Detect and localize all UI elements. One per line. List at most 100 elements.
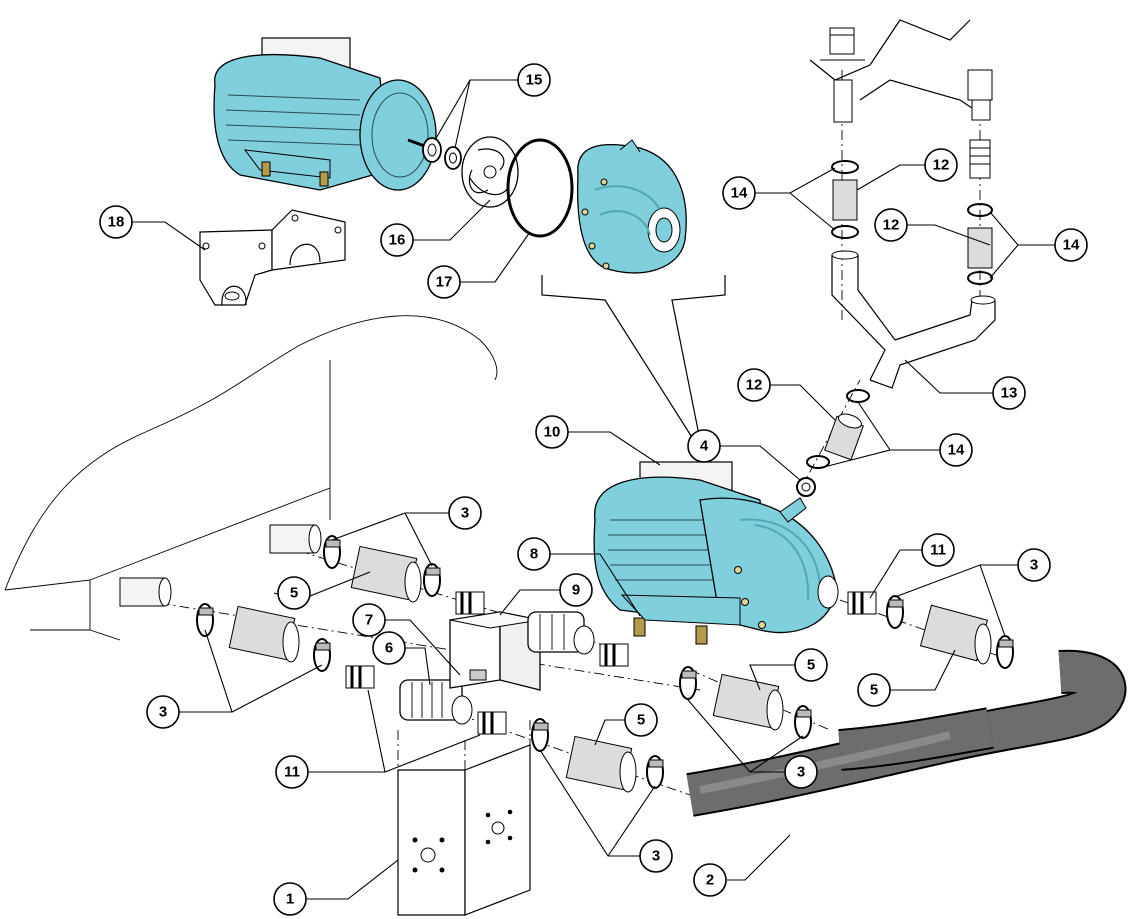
pipe-stubs: [119, 524, 322, 607]
hose-clamp: [313, 638, 331, 672]
threaded-fitting: [455, 591, 485, 615]
svg-text:12: 12: [883, 217, 900, 234]
union-4: [796, 477, 816, 497]
svg-text:18: 18: [108, 214, 125, 231]
svg-text:4: 4: [700, 438, 709, 455]
svg-text:5: 5: [290, 585, 298, 602]
callout-1: 1: [273, 882, 307, 916]
callout-14: 14: [722, 176, 756, 210]
callout-3: 3: [448, 496, 482, 530]
svg-text:9: 9: [572, 582, 580, 599]
svg-text:2: 2: [706, 872, 714, 889]
callout-3: 3: [1017, 548, 1051, 582]
callout-badges: 1 2 3 3 3 3 3 4 5 5 5 5 6 7 8 9 10 11 11…: [99, 63, 1088, 916]
hose-clamp: [423, 563, 441, 597]
hose-clamp: [646, 755, 664, 789]
impeller-16: [461, 136, 519, 208]
support-bracket-1: [397, 720, 531, 916]
hose-clamp: [196, 603, 214, 637]
callout-6: 6: [372, 631, 406, 665]
threaded-fitting: [599, 643, 629, 667]
svg-text:10: 10: [544, 424, 561, 441]
callout-5: 5: [277, 576, 311, 610]
svg-text:3: 3: [1030, 557, 1038, 574]
exploded-motor: [213, 37, 437, 191]
o-ring-17: [506, 138, 574, 238]
sleeve-12-mid: [806, 389, 870, 469]
svg-text:5: 5: [870, 682, 878, 699]
callout-2: 2: [693, 863, 727, 897]
svg-text:1: 1: [286, 891, 294, 908]
callout-16: 16: [380, 223, 414, 257]
callout-15: 15: [517, 63, 551, 97]
svg-text:11: 11: [930, 542, 946, 559]
svg-text:11: 11: [284, 764, 300, 781]
studs-8: [633, 617, 708, 645]
svg-text:8: 8: [530, 546, 538, 563]
callout-3: 3: [639, 839, 673, 873]
callout-9: 9: [559, 573, 593, 607]
callout-3: 3: [784, 755, 818, 789]
callout-8: 8: [517, 537, 551, 571]
callout-17: 17: [427, 265, 461, 299]
filter-body-6: [399, 679, 473, 725]
callout-4: 4: [687, 429, 721, 463]
svg-text:16: 16: [389, 232, 406, 249]
svg-text:14: 14: [731, 185, 748, 202]
hose-sleeves-5: [228, 545, 992, 793]
svg-text:5: 5: [807, 657, 815, 674]
callout-12: 12: [924, 148, 958, 182]
hose-clamp: [886, 595, 904, 629]
svg-text:15: 15: [526, 72, 543, 89]
pump-housing: [577, 139, 687, 274]
svg-text:3: 3: [797, 764, 805, 781]
vehicle-outline: [4, 315, 498, 641]
svg-text:3: 3: [652, 848, 660, 865]
threaded-fittings-11: [345, 591, 877, 735]
svg-text:7: 7: [365, 612, 373, 629]
threaded-fitting: [847, 591, 877, 615]
callout-5: 5: [624, 703, 658, 737]
callout-14: 14: [939, 433, 973, 467]
callout-12: 12: [874, 208, 908, 242]
hose-sleeve-b: [228, 605, 300, 663]
callout-7: 7: [352, 603, 386, 637]
callout-13: 13: [992, 376, 1026, 410]
callout-3: 3: [146, 695, 180, 729]
hose-clamp: [323, 535, 341, 569]
threaded-fitting: [345, 665, 375, 689]
svg-text:14: 14: [948, 442, 965, 459]
hose-clamp: [996, 635, 1014, 669]
svg-text:3: 3: [159, 704, 167, 721]
svg-text:3: 3: [461, 505, 469, 522]
callout-5: 5: [794, 648, 828, 682]
callout-5: 5: [857, 673, 891, 707]
leader-lines: [132, 79, 1055, 900]
svg-text:6: 6: [385, 640, 393, 657]
callout-11: 11: [275, 755, 309, 789]
y-pipe-13: [831, 250, 996, 389]
callout-11: 11: [921, 533, 955, 567]
callout-18: 18: [99, 205, 133, 239]
hose-sleeve-e: [919, 604, 992, 665]
bracket-18: [199, 209, 346, 306]
hose-clamp: [794, 705, 812, 739]
callout-10: 10: [535, 415, 569, 449]
svg-text:5: 5: [637, 712, 645, 729]
detail-link-lines: [541, 275, 726, 451]
pump-motor-10: [593, 461, 839, 634]
hose-sleeve-c: [712, 673, 784, 731]
hose-sleeve-d: [565, 735, 637, 793]
callout-12: 12: [737, 368, 771, 402]
threaded-fitting: [477, 711, 507, 735]
hose-clamp: [531, 718, 549, 752]
callout-14: 14: [1054, 228, 1088, 262]
upper-pipes: [809, 19, 993, 285]
svg-text:12: 12: [746, 377, 763, 394]
hose-sleeve-a: [350, 545, 422, 603]
svg-text:14: 14: [1063, 237, 1080, 254]
svg-text:13: 13: [1001, 385, 1018, 402]
filter-9: [527, 611, 595, 655]
svg-text:17: 17: [436, 274, 453, 291]
